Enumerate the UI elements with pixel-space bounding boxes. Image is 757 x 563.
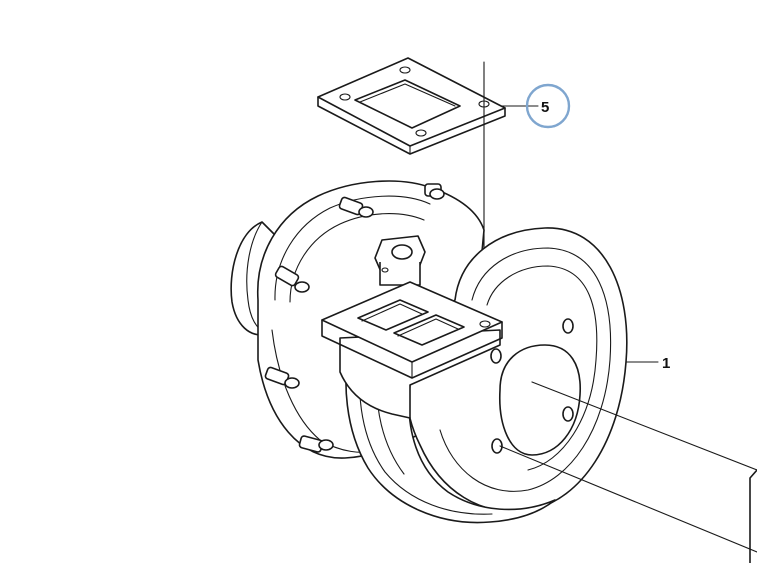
compressor-bolt (274, 265, 310, 293)
edge-bracket (749, 469, 757, 563)
callout-1-label: 1 (662, 355, 670, 372)
compressor-bolt (298, 435, 334, 453)
hub-leader-line (531, 381, 757, 471)
callout-5-label: 5 (541, 99, 549, 116)
compressor-bolt (338, 196, 374, 218)
callout-1[interactable]: 1 (625, 355, 670, 372)
compressor-bolt (264, 366, 300, 389)
gasket-part-5[interactable] (317, 57, 506, 155)
turbine-inlet-flange (321, 281, 503, 419)
oil-inlet-flange (374, 235, 426, 286)
hole-leader-line (499, 445, 757, 553)
callout-5[interactable]: 5 (501, 83, 571, 129)
callout-5-highlight-ring (525, 83, 571, 129)
compressor-bolt (424, 183, 445, 200)
